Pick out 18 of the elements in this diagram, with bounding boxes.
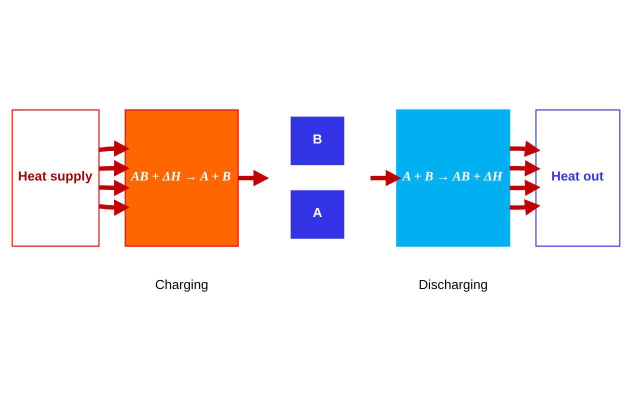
node-box: Heat out <box>535 108 620 246</box>
arrow <box>510 179 541 196</box>
arrow <box>98 140 130 156</box>
arrow <box>98 198 130 216</box>
label: Charging <box>155 276 208 292</box>
arrow <box>510 198 541 216</box>
node-box: B <box>290 116 344 165</box>
arrow <box>99 179 130 196</box>
arrow <box>370 169 402 186</box>
node-box: Heat supply <box>12 108 100 246</box>
arrow <box>238 169 270 186</box>
node-box: A <box>290 190 344 238</box>
arrow <box>510 140 541 156</box>
label: Discharging <box>418 276 488 292</box>
node-box: A + B → AB + ΔH <box>396 108 510 246</box>
arrow <box>510 160 541 176</box>
arrow <box>99 160 130 176</box>
node-box: AB + ΔH → A + B <box>124 108 239 246</box>
